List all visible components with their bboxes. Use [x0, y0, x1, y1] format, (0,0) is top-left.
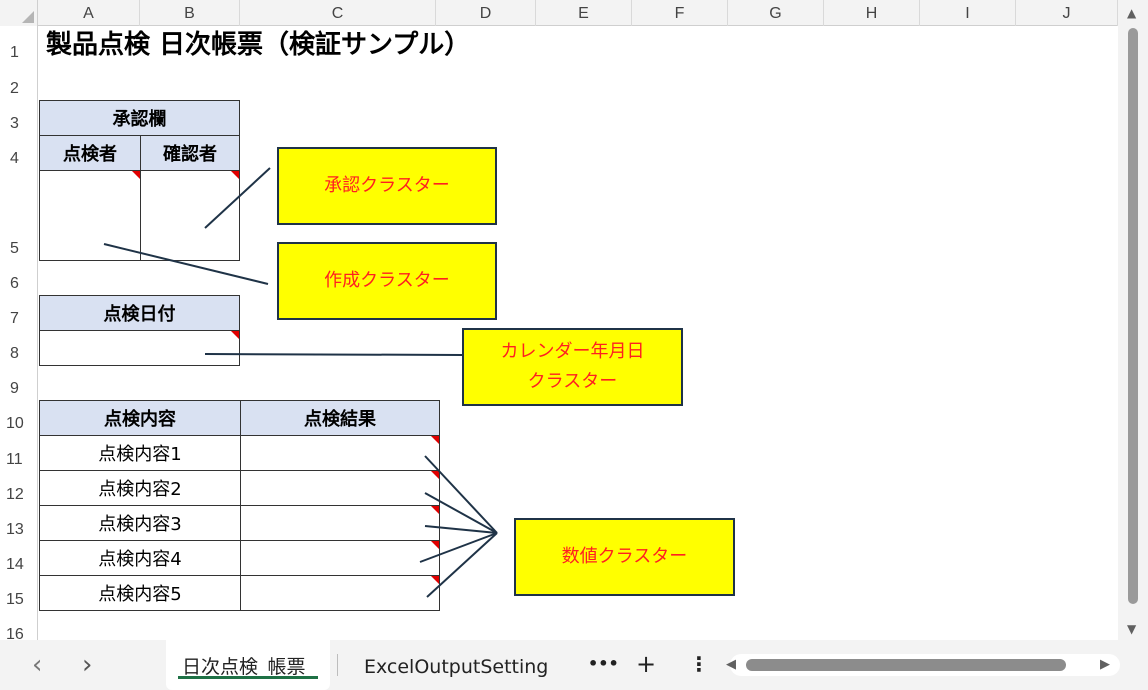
numeric-cluster-note[interactable]: 数値クラスター	[514, 518, 735, 596]
row-header-14[interactable]: 14	[6, 556, 24, 573]
active-tab-underline	[178, 676, 318, 679]
comment-indicator	[231, 171, 239, 179]
confirmer-signature-cell[interactable]	[140, 170, 240, 261]
connector-line	[424, 455, 498, 534]
comment-indicator	[431, 541, 439, 549]
row-header-9[interactable]: 9	[10, 380, 19, 397]
connector-line	[426, 532, 498, 598]
connector-line	[204, 353, 463, 356]
note-connector-lines	[103, 167, 498, 598]
column-header-d[interactable]: D	[436, 0, 536, 26]
vertical-scrollbar[interactable]: ▲ ▼	[1118, 0, 1148, 640]
add-sheet-icon[interactable]: +	[636, 650, 657, 678]
column-header-g[interactable]: G	[728, 0, 824, 26]
scroll-down-icon[interactable]: ▼	[1127, 622, 1137, 636]
column-header-f[interactable]: F	[632, 0, 728, 26]
sheet-title: 製品点検 日次帳票（検証サンプル）	[46, 30, 471, 60]
row-header-10[interactable]: 10	[6, 415, 24, 432]
horizontal-scroll-thumb[interactable]	[746, 659, 1066, 671]
connector-line	[103, 243, 269, 285]
more-sheets-icon[interactable]: •••	[588, 654, 619, 673]
column-header-bar: A B C D E F G H I J	[0, 0, 1118, 26]
row-header-15[interactable]: 15	[6, 591, 24, 608]
row-header-7[interactable]: 7	[10, 310, 19, 327]
creation-cluster-note[interactable]: 作成クラスター	[277, 242, 497, 320]
row-header-11[interactable]: 11	[6, 451, 23, 468]
tab-active-sheet[interactable]: 日次点検_帳票	[166, 640, 330, 690]
note-text: 承認クラスター	[324, 175, 450, 196]
comment-indicator	[431, 471, 439, 479]
column-header-b[interactable]: B	[140, 0, 240, 26]
tab-divider	[337, 654, 338, 676]
tab-active-label: 日次点検_帳票	[182, 656, 306, 678]
row-header-bar: 1 2 3 4 5 6 7 8 9 10 11 12 13 14 15 16	[0, 26, 38, 643]
prev-sheet-icon[interactable]: ‹	[32, 650, 43, 680]
row-header-5[interactable]: 5	[10, 240, 19, 257]
inspection-date-value-cell[interactable]	[39, 330, 240, 366]
comment-indicator	[231, 331, 239, 339]
inspection-result-header-cell[interactable]: 点検結果	[240, 400, 440, 436]
connector-line	[419, 532, 498, 563]
row-header-3[interactable]: 3	[10, 115, 19, 132]
note-text: クラスター	[527, 371, 618, 392]
inspection-result-cell[interactable]	[240, 575, 440, 611]
confirmer-label-cell[interactable]: 確認者	[140, 135, 240, 171]
approval-cluster-note[interactable]: 承認クラスター	[277, 147, 497, 225]
column-header-e[interactable]: E	[536, 0, 632, 26]
calendar-cluster-note[interactable]: カレンダー年月日 クラスター	[462, 328, 683, 406]
row-header-6[interactable]: 6	[10, 275, 19, 292]
inspection-date-header-cell[interactable]: 点検日付	[39, 295, 240, 331]
row-header-16[interactable]: 16	[6, 626, 24, 643]
tab-excel-output-setting[interactable]: ExcelOutputSetting	[364, 656, 549, 678]
select-all-corner[interactable]	[0, 0, 38, 26]
comment-indicator	[431, 576, 439, 584]
sheet-menu-icon[interactable]: ⋮	[689, 652, 709, 676]
note-text: 数値クラスター	[561, 546, 688, 567]
row-header-12[interactable]: 12	[6, 486, 24, 503]
scroll-up-icon[interactable]: ▲	[1127, 6, 1137, 20]
comment-indicator	[132, 171, 140, 179]
column-header-c[interactable]: C	[240, 0, 436, 26]
scroll-left-icon[interactable]: ◀	[726, 657, 736, 672]
column-header-i[interactable]: I	[920, 0, 1016, 26]
scroll-right-icon[interactable]: ▶	[1100, 657, 1110, 672]
horizontal-scrollbar[interactable]: ◀ ▶	[726, 654, 1120, 676]
row-header-1[interactable]: 1	[10, 44, 19, 61]
column-header-a[interactable]: A	[38, 0, 140, 26]
next-sheet-icon[interactable]: ›	[82, 650, 93, 680]
column-header-h[interactable]: H	[824, 0, 920, 26]
vertical-scroll-thumb[interactable]	[1128, 28, 1138, 604]
row-header-13[interactable]: 13	[6, 521, 24, 538]
row-header-2[interactable]: 2	[10, 80, 19, 97]
comment-indicator	[431, 506, 439, 514]
row-header-4[interactable]: 4	[10, 150, 19, 167]
connector-line	[424, 492, 498, 534]
comment-indicator	[431, 436, 439, 444]
connector-line	[204, 167, 271, 229]
connector-line	[424, 525, 498, 534]
note-text: カレンダー年月日	[500, 341, 645, 362]
row-header-8[interactable]: 8	[10, 345, 19, 362]
column-header-j[interactable]: J	[1016, 0, 1118, 26]
note-text: 作成クラスター	[324, 270, 450, 291]
